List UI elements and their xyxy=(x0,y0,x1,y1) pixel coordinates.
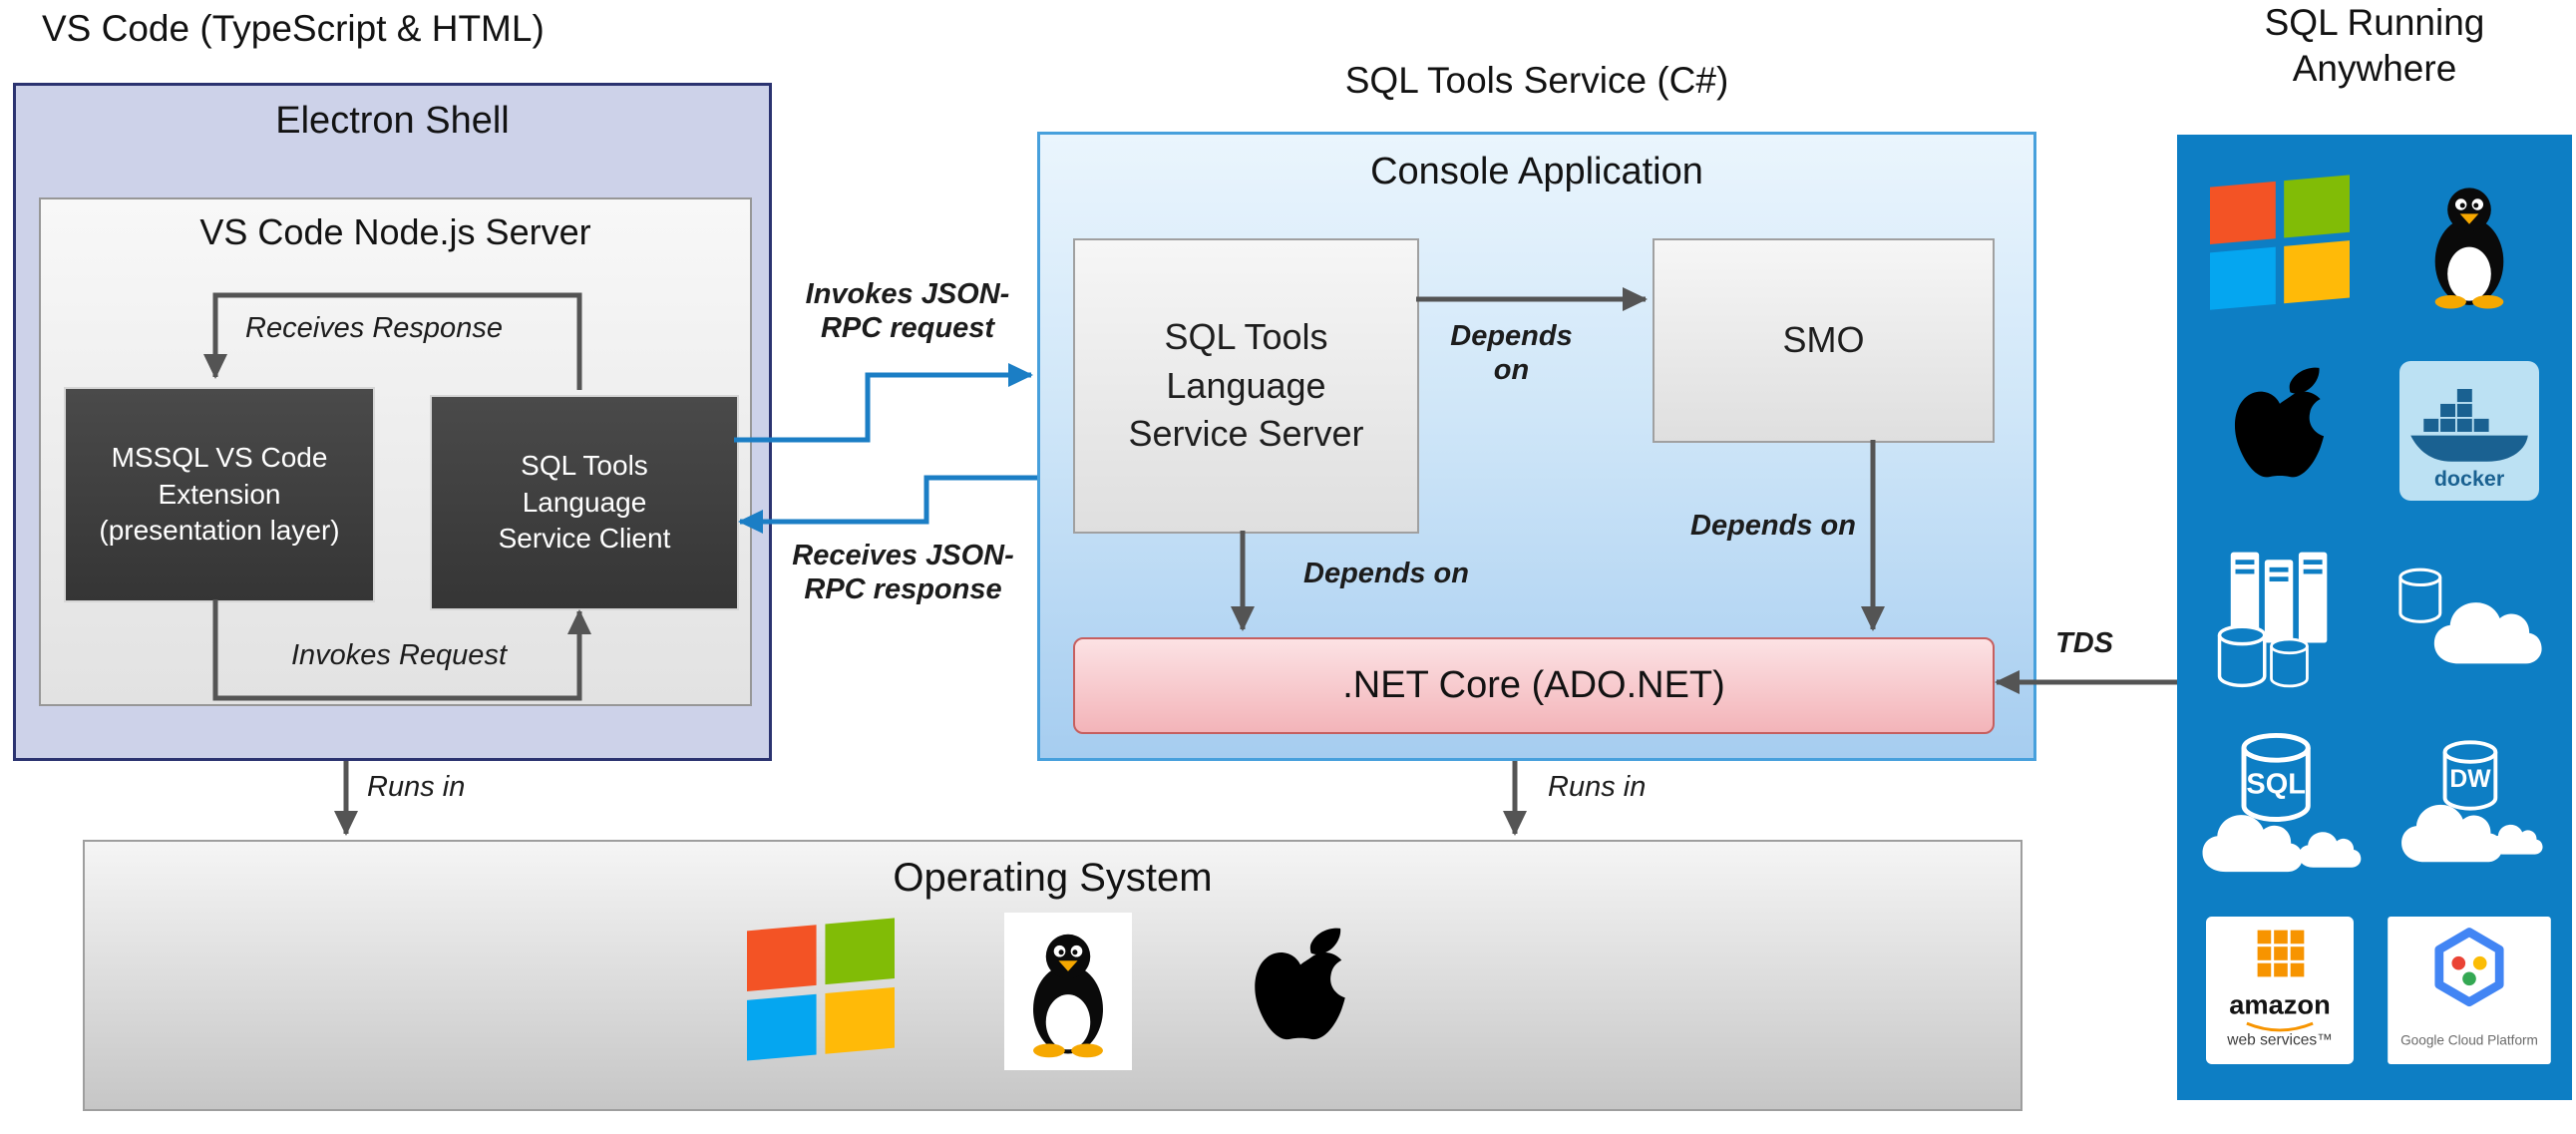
label-depends-on-below-server: Depends on xyxy=(1303,558,1469,589)
label-receives-json-rpc: Receives JSON-RPC response xyxy=(792,540,1014,606)
sql-label: SQL xyxy=(2246,769,2306,801)
apple-icon xyxy=(2222,362,2338,499)
os-icons-row xyxy=(85,913,2021,1070)
sql-server-stack-icon xyxy=(2217,552,2328,688)
linux-tux-icon xyxy=(2417,179,2521,309)
service-server-box: SQL Tools Language Service Server xyxy=(1073,238,1419,534)
node-server-box: VS Code Node.js Server MSSQL VS Code Ext… xyxy=(39,197,752,706)
sql-anywhere-panel: docker SQL xyxy=(2177,135,2572,1100)
docker-label: docker xyxy=(2434,467,2505,491)
label-receives-response: Receives Response xyxy=(245,312,503,344)
docker-icon: docker xyxy=(2399,360,2539,501)
header-sql-running-anywhere: SQL Running Anywhere xyxy=(2264,2,2485,90)
operating-system-box: Operating System xyxy=(83,840,2023,1111)
aws-name-label: amazon xyxy=(2229,989,2330,1020)
label-depends-on-smo-right: Depends on xyxy=(1450,320,1573,387)
mssql-extension-label: MSSQL VS Code Extension (presentation la… xyxy=(99,442,340,547)
console-application-box: Console Application SQL Tools Language S… xyxy=(1037,132,2036,761)
arrow-receives-json-rpc xyxy=(738,475,1037,534)
aws-smile xyxy=(2246,1022,2314,1032)
gcp-hexagon xyxy=(2434,928,2504,1007)
sql-database-cloud-icon: SQL xyxy=(2202,731,2362,873)
label-runs-in-right: Runs in xyxy=(1548,771,1647,803)
node-server-title: VS Code Node.js Server xyxy=(199,211,591,252)
aws-sub-label: web services™ xyxy=(2226,1032,2333,1049)
netcore-label: .NET Core (ADO.NET) xyxy=(1342,664,1725,706)
service-client-label: SQL Tools Language Service Client xyxy=(498,450,671,555)
google-cloud-icon: Google Cloud Platform xyxy=(2388,917,2551,1065)
linux-tux-icon xyxy=(1003,913,1132,1070)
electron-shell-title: Electron Shell xyxy=(275,100,510,142)
netcore-box: .NET Core (ADO.NET) xyxy=(1073,637,1995,734)
console-application-title: Console Application xyxy=(1370,151,1703,192)
aws-icon: amazon web services™ xyxy=(2206,917,2354,1065)
windows-icon xyxy=(2210,175,2350,314)
label-invokes-request: Invokes Request xyxy=(290,639,507,671)
label-invokes-json-rpc: Invokes JSON-RPC request xyxy=(805,278,1010,345)
header-sql-tools-service: SQL Tools Service (C#) xyxy=(1344,60,1729,101)
service-client-box: SQL Tools Language Service Client xyxy=(430,395,739,610)
header-vscode: VS Code (TypeScript & HTML) xyxy=(42,8,545,49)
service-server-label: SQL Tools Language Service Server xyxy=(1128,316,1364,455)
operating-system-title: Operating System xyxy=(893,856,1213,900)
arrow-invokes-json-rpc xyxy=(734,363,1033,443)
apple-icon xyxy=(1242,923,1359,1061)
mssql-extension-box: MSSQL VS Code Extension (presentation la… xyxy=(64,387,375,602)
gcp-label: Google Cloud Platform xyxy=(2400,1033,2538,1048)
dw-database-cloud-icon: DW xyxy=(2401,740,2543,863)
label-depends-on-below-smo: Depends on xyxy=(1690,510,1856,542)
smo-label: SMO xyxy=(1782,319,1865,361)
electron-shell-box: Electron Shell VS Code Node.js Server MS… xyxy=(13,83,772,761)
dw-label: DW xyxy=(2449,766,2491,793)
label-runs-in-left: Runs in xyxy=(367,771,466,803)
windows-icon xyxy=(747,918,895,1065)
aws-cube xyxy=(2257,931,2305,977)
cloud-database-icon xyxy=(2398,567,2542,664)
tux-graphic xyxy=(1015,925,1121,1058)
label-tds: TDS xyxy=(2055,627,2113,659)
smo-box: SMO xyxy=(1653,238,1995,443)
